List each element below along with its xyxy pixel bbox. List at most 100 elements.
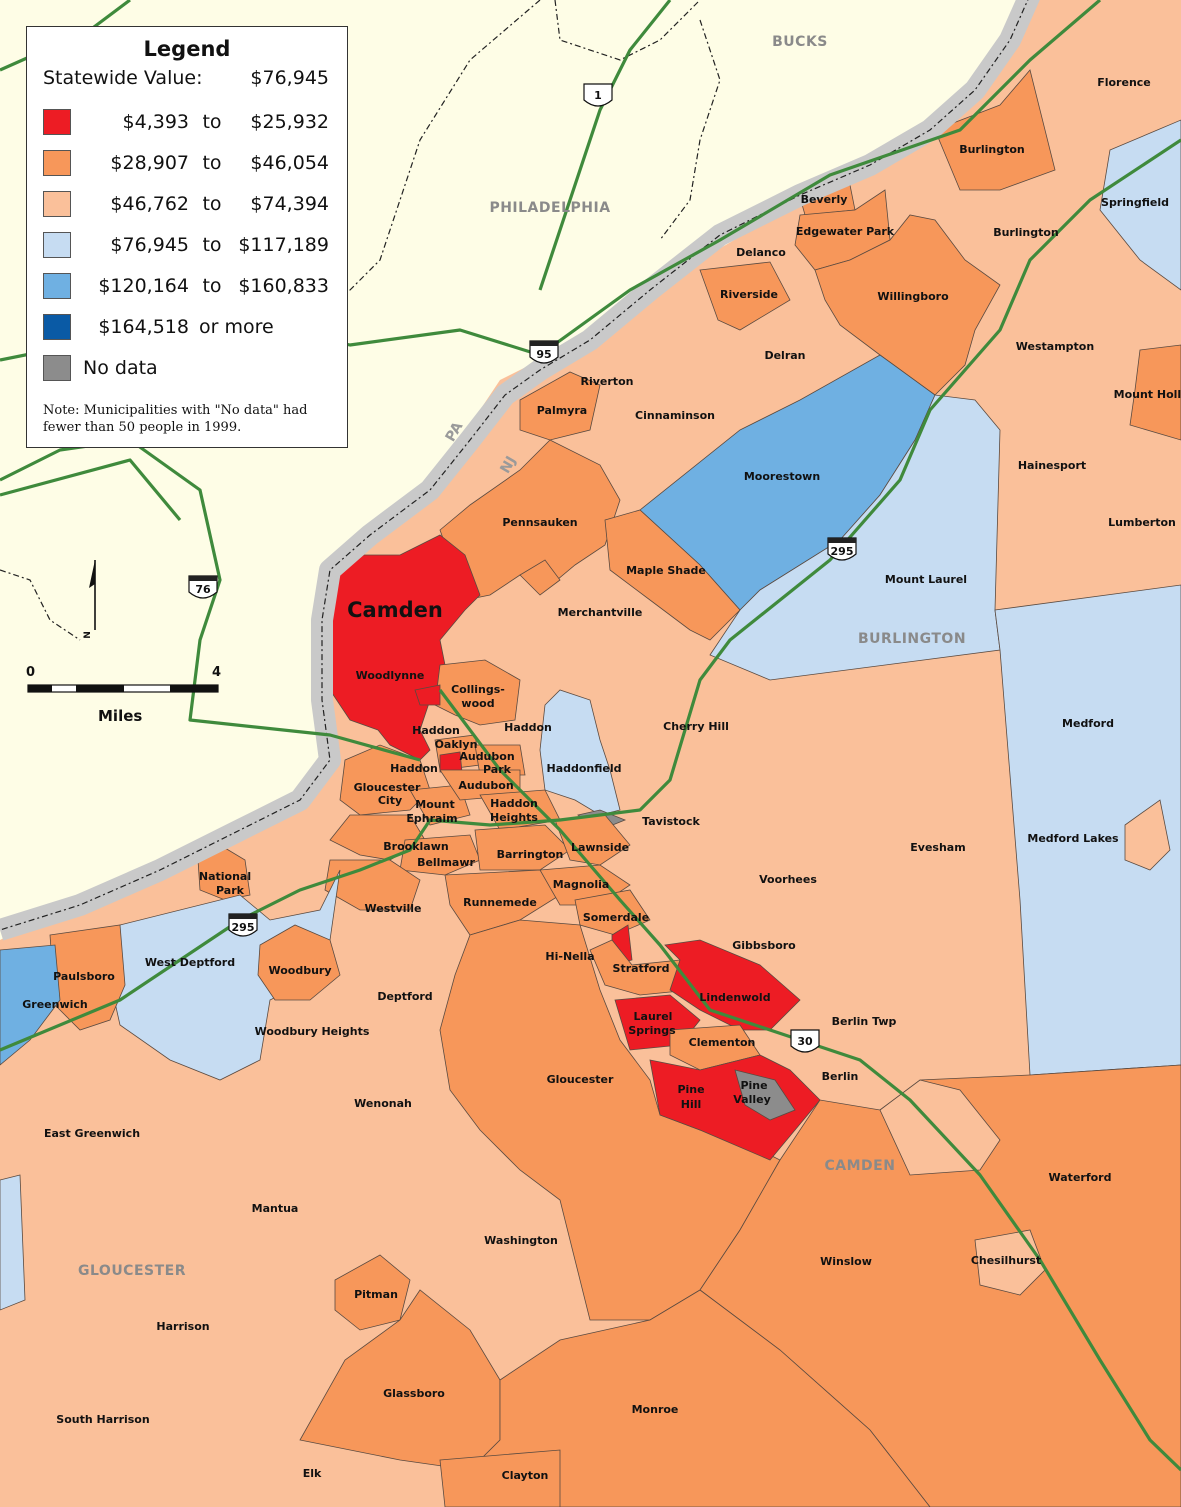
label-winslow: Winslow [820, 1255, 872, 1268]
legend-title: Legend [143, 37, 231, 61]
muni-westampton-edge[interactable] [0, 1174, 26, 1311]
muni-medford-lakes[interactable] [1124, 799, 1171, 871]
muni-bellmawr[interactable] [399, 834, 481, 876]
highway-i295 [0, 138, 1181, 1052]
svg-text:95: 95 [536, 348, 551, 361]
label-bellmawr: Bellmawr [417, 856, 475, 869]
label-paulsboro: Paulsboro [53, 970, 115, 983]
legend-range-high: $46,054 [250, 151, 329, 174]
legend-range-label: No data [83, 356, 158, 379]
county-label-philadelphia: PHILADELPHIA [489, 200, 610, 216]
muni-springfield[interactable] [1099, 119, 1181, 291]
legend-range-sep: to [202, 233, 222, 256]
label-hi-nella: Hi-Nella [545, 950, 594, 963]
muni-palmyra[interactable] [519, 371, 601, 441]
muni-mount-ephraim[interactable] [409, 784, 471, 826]
legend-swatch [43, 354, 71, 381]
muni-hole-voorhees[interactable] [879, 1079, 1001, 1176]
muni-burlington-city[interactable] [934, 69, 1056, 191]
muni-woodlynne[interactable] [414, 684, 441, 706]
label-south-harrison: South Harrison [56, 1413, 149, 1426]
label-elk: Elk [303, 1467, 322, 1480]
legend-statewide: Statewide Value: $76,945 [43, 67, 331, 89]
label-runnemede: Runnemede [463, 896, 537, 909]
label-voorhees: Voorhees [759, 873, 817, 886]
label-brooklawn: Brooklawn [383, 840, 448, 853]
label-berlin: Berlin [822, 1070, 859, 1083]
scale-end: 4 [212, 665, 222, 680]
label-woodbury: Woodbury [268, 964, 331, 977]
label-gloucester-twp: Gloucester [547, 1073, 614, 1086]
label-mount-laurel: Mount Laurel [885, 573, 967, 586]
muni-pennsauken[interactable] [439, 439, 621, 601]
shield-us1: 1 [583, 83, 613, 107]
label-magnolia: Magnolia [553, 878, 610, 891]
legend-swatch [43, 190, 71, 217]
north-label: N [82, 631, 93, 639]
shield-us30: 30 [790, 1029, 820, 1053]
label-medford-lakes: Medford Lakes [1027, 832, 1119, 845]
muni-woodbury[interactable] [257, 924, 341, 1001]
label-tavistock: Tavistock [642, 815, 700, 828]
pa-county-line-2 [659, 19, 721, 241]
muni-haddonfield[interactable] [539, 689, 621, 816]
muni-greenwich[interactable] [0, 944, 61, 1066]
legend-swatch [43, 313, 71, 340]
muni-collingswood[interactable] [434, 659, 521, 726]
muni-mount-holly[interactable] [1129, 344, 1181, 441]
svg-text:295: 295 [232, 921, 255, 934]
legend-range-low: $120,164 [98, 274, 189, 297]
county-label-gloucester: GLOUCESTER [78, 1263, 186, 1279]
label-burlington-city: Burlington [959, 143, 1025, 156]
label-stratford: Stratford [613, 962, 670, 975]
label-haddon-heights-2: Heights [490, 811, 538, 824]
label-wenonah: Wenonah [354, 1097, 412, 1110]
label-monroe: Monroe [632, 1403, 679, 1416]
muni-clayton[interactable] [439, 1449, 561, 1507]
label-west-deptford: West Deptford [145, 956, 235, 969]
county-label-burlington: BURLINGTON [858, 631, 966, 647]
label-berlin-twp: Berlin Twp [832, 1015, 897, 1028]
muni-lindenwold[interactable] [664, 939, 801, 1031]
label-deptford: Deptford [377, 990, 432, 1003]
label-oaklyn: Oaklyn [435, 738, 478, 751]
muni-pine-valley[interactable] [734, 1069, 796, 1121]
label-audubon-park-1: Audubon [459, 750, 514, 763]
highway-us1 [538, 0, 672, 291]
legend-range-sep: to [202, 192, 222, 215]
label-somerdale: Somerdale [583, 911, 649, 924]
muni-glassboro[interactable] [299, 1289, 501, 1471]
label-gibbsboro: Gibbsboro [732, 939, 796, 952]
label-haddon-twp: Haddon [504, 721, 552, 734]
label-mount-ephraim-2: Ephraim [406, 812, 457, 825]
legend-class-6: No data [43, 347, 331, 388]
label-willingboro: Willingboro [877, 290, 949, 303]
label-haddon-hts-top: Haddon [412, 724, 460, 737]
muni-maple-shade[interactable] [604, 509, 741, 641]
label-riverton: Riverton [581, 375, 634, 388]
label-audubon-park-2: Park [483, 763, 512, 776]
label-mount-ephraim-1: Mount [415, 798, 454, 811]
label-national-park-2: Park [216, 884, 245, 897]
label-laurel-springs-2: Springs [628, 1024, 676, 1037]
muni-riverside[interactable] [699, 261, 791, 331]
label-waterford: Waterford [1049, 1171, 1112, 1184]
legend-range-low: $46,762 [110, 192, 189, 215]
muni-somerdale[interactable] [574, 889, 651, 936]
muni-barrington[interactable] [474, 824, 571, 871]
label-woodlynne: Woodlynne [356, 669, 425, 682]
label-lindenwold: Lindenwold [699, 991, 770, 1004]
muni-willingboro[interactable] [814, 214, 1001, 396]
muni-merchantville[interactable] [519, 559, 561, 596]
label-audubon: Audubon [458, 779, 513, 792]
label-national-park-1: National [199, 870, 251, 883]
